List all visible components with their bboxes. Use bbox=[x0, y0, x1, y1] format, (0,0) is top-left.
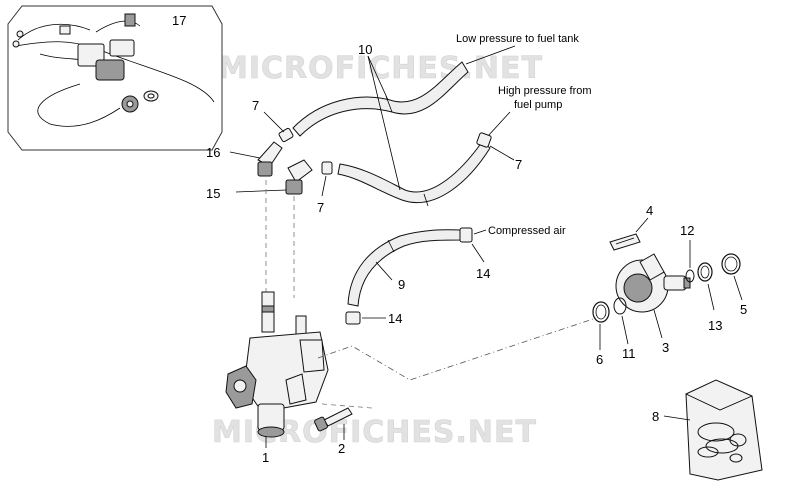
o-ring-12 bbox=[685, 269, 695, 283]
compressed-air-hose bbox=[345, 227, 473, 325]
callout-7-middle: 7 bbox=[317, 200, 324, 215]
callout-7-top-left: 7 bbox=[252, 98, 259, 113]
callout-7-right: 7 bbox=[515, 157, 522, 172]
callout-3: 3 bbox=[662, 340, 669, 355]
callout-8: 8 bbox=[652, 409, 659, 424]
callout-14-upper: 14 bbox=[476, 266, 490, 281]
callout-11: 11 bbox=[622, 346, 636, 361]
note-low-pressure: Low pressure to fuel tank bbox=[456, 33, 579, 45]
fuel-hose-assembly bbox=[292, 61, 491, 207]
watermark-top: MICROFICHES.NET bbox=[218, 51, 543, 86]
elbow-fitting-16 bbox=[257, 141, 283, 177]
note-high-pressure-line2: fuel pump bbox=[514, 99, 562, 111]
o-ring-13 bbox=[697, 262, 713, 282]
callout-6: 6 bbox=[596, 352, 603, 367]
callout-2: 2 bbox=[338, 441, 345, 456]
callout-13: 13 bbox=[708, 318, 722, 333]
hose-clamp bbox=[476, 132, 492, 148]
elbow-fitting-15 bbox=[285, 159, 313, 195]
callout-5: 5 bbox=[740, 302, 747, 317]
note-compressed-air: Compressed air bbox=[488, 225, 566, 237]
air-pump bbox=[615, 253, 691, 313]
o-ring-5 bbox=[721, 253, 741, 275]
bolt bbox=[314, 407, 353, 432]
hose-clamp bbox=[321, 161, 333, 175]
o-ring-11 bbox=[613, 297, 627, 315]
callout-15: 15 bbox=[206, 186, 220, 201]
gasket-kit-bag bbox=[685, 379, 763, 481]
callout-9: 9 bbox=[398, 277, 405, 292]
callout-17: 17 bbox=[172, 13, 186, 28]
callout-10: 10 bbox=[358, 42, 372, 57]
callout-12: 12 bbox=[680, 223, 694, 238]
o-ring-6 bbox=[592, 301, 610, 323]
callout-1: 1 bbox=[262, 450, 269, 465]
callout-14-lower: 14 bbox=[388, 311, 402, 326]
note-high-pressure-line1: High pressure from bbox=[498, 85, 592, 97]
injector-body bbox=[225, 291, 329, 438]
callout-4: 4 bbox=[646, 203, 653, 218]
hose-clamp bbox=[278, 127, 294, 143]
filter-cover bbox=[609, 233, 641, 251]
wiring-harness-inset bbox=[7, 5, 223, 151]
callout-16: 16 bbox=[206, 145, 220, 160]
